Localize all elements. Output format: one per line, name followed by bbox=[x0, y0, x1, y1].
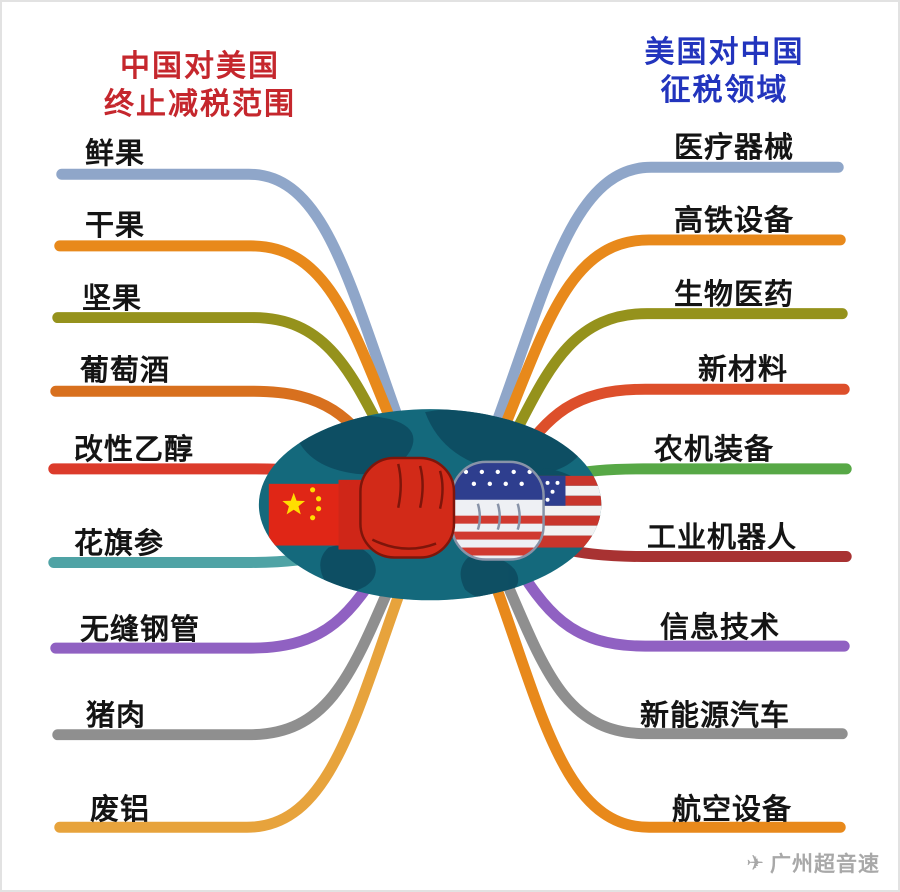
item-new-energy-vehicles: 新能源汽车 bbox=[640, 698, 791, 732]
branch-high-speed-rail bbox=[480, 234, 846, 478]
watermark: ✈ 广州超音速 bbox=[746, 848, 880, 878]
branch-fresh-fruit bbox=[56, 168, 421, 471]
title-right-line1: 美国对中国 bbox=[644, 35, 805, 70]
item-agricultural-machinery: 农机装备 bbox=[654, 432, 775, 466]
plane-icon: ✈ bbox=[746, 851, 765, 875]
item-seamless-steel-pipe: 无缝钢管 bbox=[80, 612, 201, 646]
title-left-line1: 中国对美国 bbox=[120, 49, 280, 84]
item-high-speed-rail: 高铁设备 bbox=[674, 203, 795, 237]
item-fresh-fruit: 鲜果 bbox=[85, 136, 146, 170]
item-medical-devices: 医疗器械 bbox=[674, 130, 795, 164]
china-fist-icon bbox=[268, 456, 456, 559]
title-left-line2: 终止减税范围 bbox=[104, 87, 296, 123]
item-modified-ethanol: 改性乙醇 bbox=[74, 432, 195, 466]
item-scrap-aluminum: 废铝 bbox=[90, 792, 151, 826]
item-new-materials: 新材料 bbox=[698, 352, 789, 386]
item-industrial-robots: 工业机器人 bbox=[647, 520, 798, 554]
item-nuts: 坚果 bbox=[82, 281, 143, 315]
branch-scrap-aluminum bbox=[54, 542, 422, 833]
center-node bbox=[258, 409, 602, 601]
branch-aviation-equipment bbox=[476, 542, 846, 833]
title-usa-to-china: 美国对中国 征税领域 bbox=[622, 34, 827, 111]
branch-medical-devices bbox=[476, 161, 844, 468]
usa-fist-icon bbox=[450, 460, 602, 561]
item-pork: 猪肉 bbox=[86, 698, 147, 732]
item-wine: 葡萄酒 bbox=[80, 353, 171, 387]
item-dried-fruit: 干果 bbox=[85, 208, 146, 242]
item-biopharma: 生物医药 bbox=[674, 277, 795, 311]
item-aviation-equipment: 航空设备 bbox=[672, 792, 793, 826]
title-china-to-usa: 中国对美国 终止减税范围 bbox=[80, 48, 320, 125]
item-information-technology: 信息技术 bbox=[660, 610, 781, 644]
watermark-text: 广州超音速 bbox=[770, 852, 880, 876]
item-american-ginseng: 花旗参 bbox=[74, 526, 165, 560]
title-right-line2: 征税领域 bbox=[660, 73, 789, 109]
